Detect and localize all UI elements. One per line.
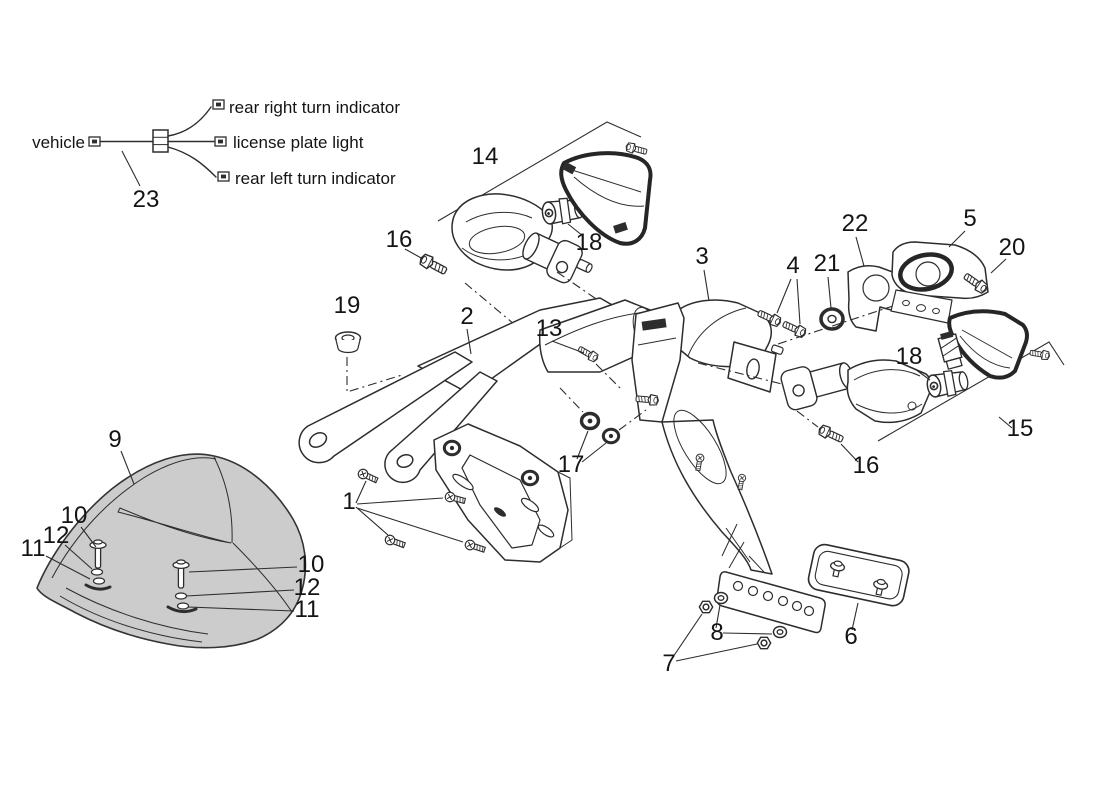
fixing-screw-1a	[356, 467, 380, 486]
callout-19: 19	[334, 292, 361, 319]
callout-9: 9	[108, 426, 121, 453]
callout-22: 22	[842, 210, 869, 237]
washer-8a	[713, 591, 729, 605]
washer-8b	[772, 625, 788, 639]
callout-17: 17	[558, 451, 585, 478]
legend-vehicle-label: vehicle	[32, 133, 85, 152]
callout-20: 20	[999, 234, 1026, 261]
callout-16-right: 16	[853, 452, 880, 479]
callout-14: 14	[472, 143, 499, 170]
callout-12-right: 12	[294, 574, 321, 601]
callout-16-left: 16	[386, 226, 413, 253]
callout-23: 23	[133, 186, 160, 213]
callout-11-right: 11	[295, 596, 320, 623]
legend-branch-label: license plate light	[233, 133, 364, 152]
legend-branch-label: rear left turn indicator	[235, 169, 396, 188]
callout-2: 2	[460, 303, 473, 330]
callout-18-left: 18	[576, 229, 603, 256]
callout-10-right: 10	[298, 551, 325, 578]
vehicle-connector-icon	[88, 136, 101, 147]
callout-3: 3	[695, 243, 708, 270]
license-plate-light-assembly	[890, 230, 1007, 324]
right-indicator-connector-icon	[212, 99, 225, 110]
callout-13: 13	[536, 315, 563, 342]
legend-branch-label: rear right turn indicator	[229, 98, 400, 117]
harness-junction-icon	[152, 129, 169, 153]
callout-4: 4	[786, 252, 799, 279]
callout-1: 1	[342, 488, 355, 515]
rear-mudguard	[36, 453, 307, 649]
plate-holder-arm	[661, 419, 773, 575]
plate-bottom-bar	[716, 571, 826, 634]
mudguard-washer-left-lower	[92, 577, 106, 585]
support-bracket-assembly	[298, 297, 677, 563]
license-plate-holder-assembly	[559, 236, 910, 662]
indicator-screw-left	[417, 251, 450, 278]
nut-7a	[698, 600, 714, 614]
nut-7b	[756, 636, 772, 650]
indicator-mount-right	[780, 362, 854, 411]
indicator-mount-left	[522, 232, 593, 284]
fixing-screw-1c	[383, 533, 407, 551]
fixing-screw-1d	[463, 538, 487, 555]
callout-8: 8	[710, 619, 723, 646]
callouts: 23 14 18 16 19 2 13 3 4 21 22 5 20 18 15…	[21, 143, 1034, 677]
bulb-holder-right	[937, 330, 963, 370]
mudguard-washer-left-upper	[90, 568, 104, 576]
callout-11-left: 11	[21, 535, 46, 562]
indicator-body-right	[846, 359, 933, 424]
bulb-right	[924, 366, 971, 401]
leader-lines	[45, 450, 298, 612]
plate-holder-left-plate	[631, 302, 685, 423]
plate-light-connector-icon	[214, 136, 227, 147]
mudguard-washer-right-lower	[176, 602, 190, 610]
lens-screw-right	[1028, 347, 1051, 361]
grommet-17a	[579, 411, 601, 431]
callout-12-left: 12	[43, 522, 70, 549]
right-turn-indicator-assembly	[697, 309, 1065, 463]
callout-21: 21	[814, 250, 841, 277]
callout-10-left: 10	[61, 502, 88, 529]
grommet-17b	[601, 427, 621, 445]
callout-7: 7	[662, 650, 675, 677]
indicator-screw-right	[816, 423, 846, 446]
bracket-arm-upper	[298, 351, 473, 464]
mudguard-washer-right-upper	[174, 592, 188, 600]
wiring-legend: vehicle rear right turn indicator licens…	[32, 98, 400, 188]
reflector	[807, 543, 910, 607]
callout-15: 15	[1007, 415, 1034, 442]
left-indicator-connector-icon	[217, 171, 230, 182]
callout-18-right: 18	[896, 343, 923, 370]
callout-6: 6	[844, 623, 857, 650]
rubber-cap	[334, 331, 362, 354]
grommet-21	[819, 307, 845, 331]
callout-5: 5	[963, 205, 976, 232]
bracket-arm-lower	[384, 371, 498, 484]
